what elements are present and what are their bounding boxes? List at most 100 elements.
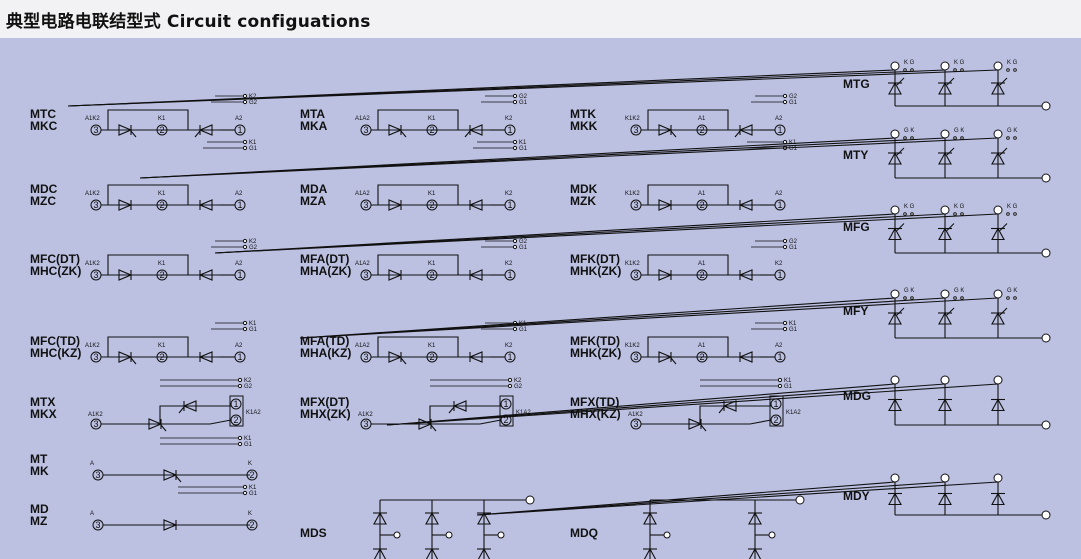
pin-label: A2 [775, 343, 783, 349]
terminal [525, 495, 535, 505]
diode-symbol [938, 151, 952, 165]
wire [734, 130, 741, 138]
diode-symbol [991, 81, 1005, 95]
gate-label: K G [1007, 204, 1018, 210]
module-label-alt: MHC(KZ) [30, 346, 81, 360]
gate-label: G2 [519, 239, 528, 245]
wire [946, 147, 955, 156]
gate-terminal [777, 377, 783, 383]
wire [107, 336, 189, 357]
wire [386, 383, 946, 426]
gate-terminal [512, 238, 518, 244]
module-label-alt: MKC [30, 119, 58, 133]
terminal [1041, 510, 1051, 520]
pin-label: K2 [505, 261, 513, 267]
terminal [993, 129, 1003, 139]
gate-label: G1 [789, 245, 798, 251]
module-label: MTX [30, 395, 55, 409]
terminal-number: 2 [699, 352, 704, 362]
terminal-2 [696, 199, 708, 211]
pin-label: A2 [235, 116, 243, 122]
diode-symbol [373, 511, 387, 525]
pin-label: A1K2 [85, 343, 100, 349]
wire [647, 336, 729, 357]
diode-symbol [938, 81, 952, 95]
diode-symbol [477, 547, 491, 559]
pin-label: K1A2 [516, 410, 531, 416]
terminal [663, 531, 671, 539]
wire [160, 424, 167, 432]
module-label-alt: MHA(ZK) [300, 264, 351, 278]
diode-symbol [658, 269, 673, 281]
gate-terminal [242, 244, 248, 250]
module-label: MTK [570, 107, 596, 121]
diode-symbol [163, 469, 178, 481]
diode-symbol [425, 511, 439, 525]
wire [67, 69, 999, 107]
title-bar: 典型电路电联结型式 Circuit configuations [0, 0, 1081, 38]
terminal-2 [696, 124, 708, 136]
gate-terminal [903, 296, 907, 300]
terminal-number: 1 [507, 352, 512, 362]
gate-label: K G [954, 204, 965, 210]
gate-label: G2 [514, 384, 523, 390]
wire [159, 405, 210, 424]
module-label: MD [30, 502, 49, 516]
terminal [993, 289, 1003, 299]
diode-symbol [468, 124, 483, 136]
wire [946, 307, 955, 316]
diode-symbol [991, 151, 1005, 165]
gate-label: K2 [514, 378, 522, 384]
diode-symbol [888, 81, 902, 95]
wire [647, 184, 729, 205]
wire [479, 419, 502, 425]
wire [999, 223, 1008, 231]
terminal-number: 3 [363, 200, 368, 210]
terminal-1 [230, 398, 242, 410]
module-label: MT [30, 452, 48, 466]
terminal-2 [156, 199, 168, 211]
wire [107, 184, 189, 205]
terminal-number: 3 [633, 270, 638, 280]
diode-symbol [388, 199, 403, 211]
terminal-number: 1 [507, 125, 512, 135]
module-label-alt: MZ [30, 514, 47, 528]
wire [699, 405, 750, 424]
gate-label: G2 [249, 245, 258, 251]
terminal [1041, 420, 1051, 430]
module-label-alt: MZK [570, 194, 596, 208]
gate-terminal [953, 136, 957, 140]
gate-terminal [1013, 212, 1017, 216]
terminal-number: 2 [429, 125, 434, 135]
pin-label: A [90, 461, 94, 467]
diode-symbol [738, 124, 753, 136]
wire [107, 109, 189, 130]
wire [700, 424, 707, 432]
terminal-number: 3 [95, 520, 100, 530]
gate-terminal [782, 93, 788, 99]
terminal [940, 61, 950, 71]
gate-terminal [242, 320, 248, 326]
module-label: MFX(DT) [300, 395, 349, 409]
page-title: 典型电路电联结型式 Circuit configuations [6, 12, 371, 32]
module-label: MFK(TD) [570, 334, 620, 348]
terminal-number: 1 [777, 125, 782, 135]
module-label-alt: MKA [300, 119, 328, 133]
pin-label: K1 [428, 343, 436, 349]
diode-symbol [182, 400, 197, 412]
gate-terminal [953, 296, 957, 300]
gate-terminal [507, 377, 513, 383]
wire [175, 475, 182, 483]
diode-symbol [991, 492, 1005, 506]
wire [139, 137, 999, 179]
gate-label: G K [1007, 288, 1017, 294]
gate-label: K1 [784, 378, 792, 384]
